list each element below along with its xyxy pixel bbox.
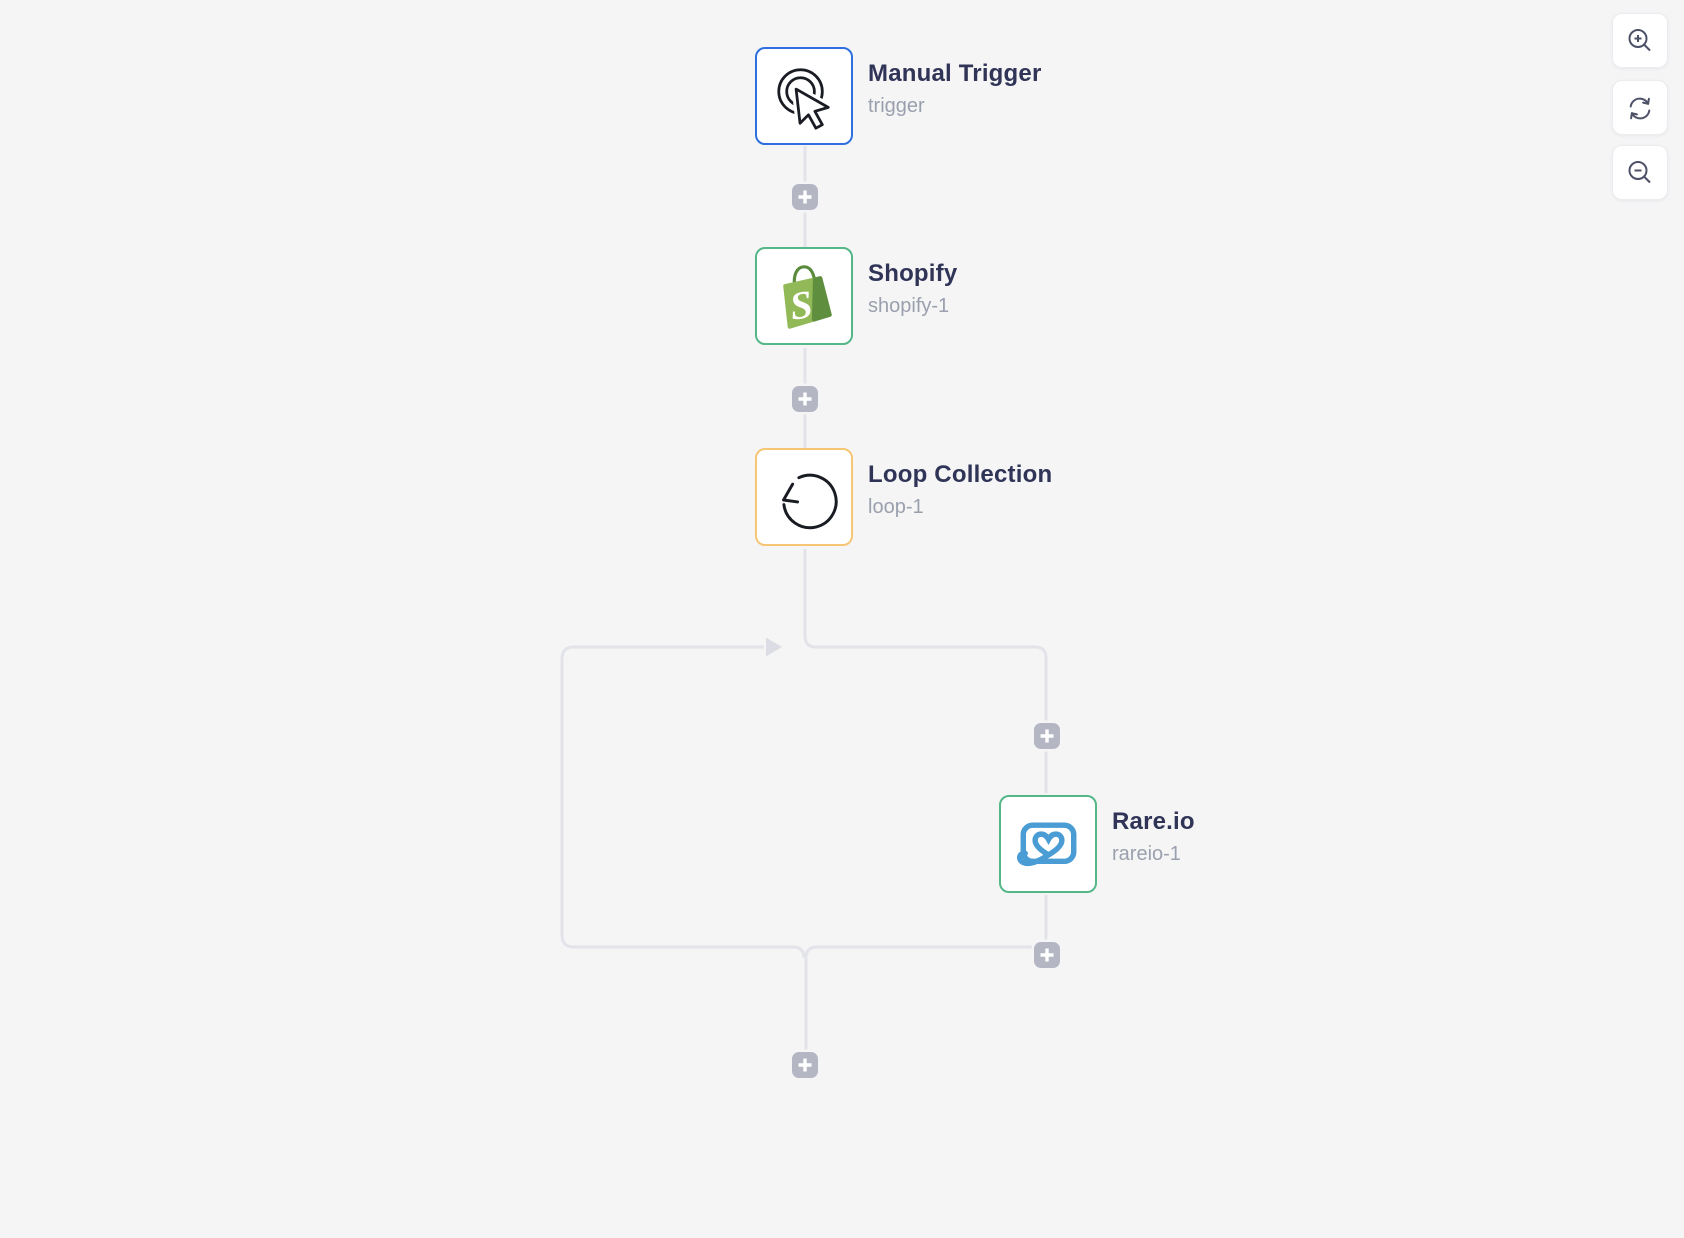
node-title: Rare.io xyxy=(1112,808,1195,835)
add-step-button-3[interactable] xyxy=(1034,723,1060,749)
node-title: Manual Trigger xyxy=(868,60,1042,87)
zoom-in-button[interactable] xyxy=(1612,13,1668,68)
plus-icon xyxy=(1040,948,1054,962)
zoom-out-button[interactable] xyxy=(1612,145,1668,200)
node-box-loop-collection[interactable] xyxy=(755,448,853,546)
reset-view-button[interactable] xyxy=(1612,80,1668,135)
node-box-manual-trigger[interactable] xyxy=(755,47,853,145)
loop-icon xyxy=(781,473,838,529)
add-step-button-2[interactable] xyxy=(792,386,818,412)
node-title: Loop Collection xyxy=(868,461,1053,488)
connector-rareio-bottom xyxy=(804,895,1048,1052)
connector-loop-rareio xyxy=(803,549,1048,793)
refresh-icon xyxy=(1629,97,1651,119)
loop-arrow-icon xyxy=(766,637,782,657)
node-title: Shopify xyxy=(868,260,958,287)
rareio-icon xyxy=(1016,821,1076,866)
add-step-button-1[interactable] xyxy=(792,184,818,210)
plus-icon xyxy=(798,1058,812,1072)
node-box-shopify[interactable]: S xyxy=(755,247,853,345)
add-step-button-5[interactable] xyxy=(792,1052,818,1078)
plus-icon xyxy=(1040,729,1054,743)
node-box-rareio[interactable] xyxy=(999,795,1097,893)
shopify-icon: S xyxy=(782,264,832,329)
node-subtitle: loop-1 xyxy=(868,496,924,518)
manual-trigger-icon xyxy=(776,67,833,133)
node-subtitle: rareio-1 xyxy=(1112,843,1181,865)
node-subtitle: shopify-1 xyxy=(868,295,950,317)
magnifier-plus-icon xyxy=(1628,28,1651,51)
node-subtitle: trigger xyxy=(868,95,925,117)
plus-icon xyxy=(798,392,812,406)
magnifier-minus-icon xyxy=(1628,160,1651,183)
add-step-button-4[interactable] xyxy=(1034,942,1060,968)
connector-loopback xyxy=(560,645,806,959)
plus-icon xyxy=(798,190,812,204)
